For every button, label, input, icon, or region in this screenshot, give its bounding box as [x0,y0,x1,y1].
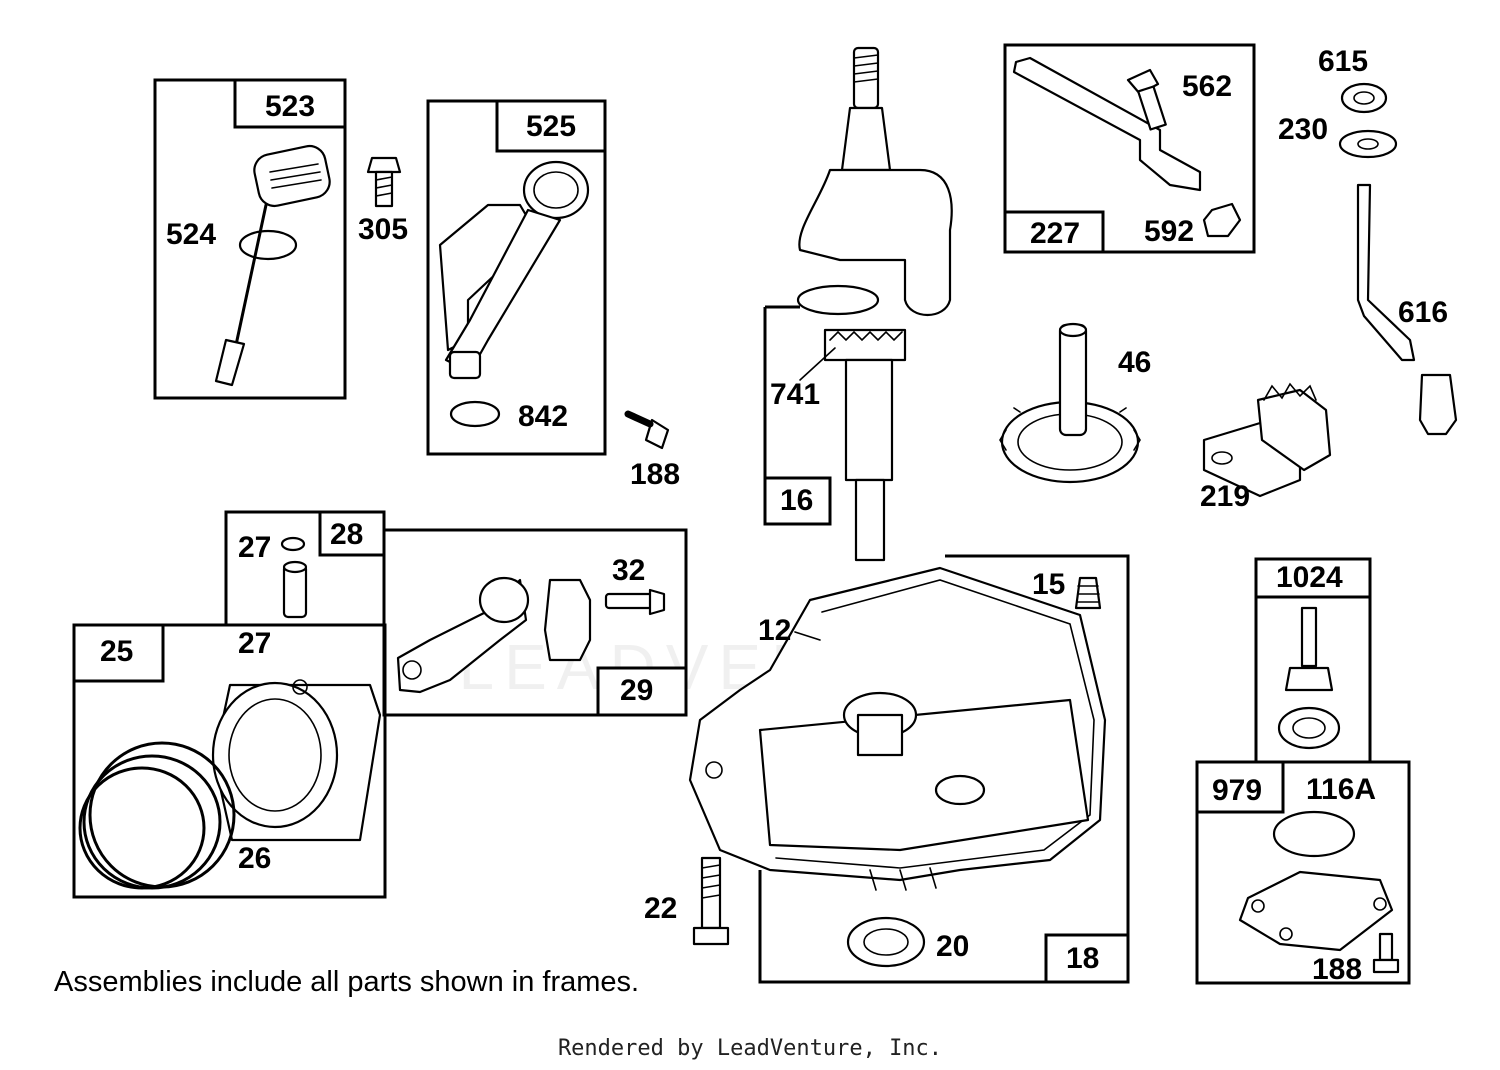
leader-741 [799,347,836,381]
frame-523 [153,78,347,400]
label-15: 15 [1032,568,1065,601]
dipstick-cap[interactable] [214,143,333,387]
camshaft-46[interactable] [999,322,1141,484]
frame-25 [72,623,387,899]
oil-seal-20[interactable] [846,916,926,968]
connecting-rod[interactable] [396,576,666,694]
crankcase[interactable] [688,566,1107,891]
label-562: 562 [1182,70,1232,103]
label-979: 979 [1212,774,1262,807]
frame-29 [382,528,688,717]
washer-230[interactable] [1338,129,1398,159]
label-741: 741 [770,378,820,411]
governor-shaft-616[interactable] [1356,183,1458,436]
label-29: 29 [620,674,653,707]
frame-16 [763,305,832,526]
label-26: 26 [238,842,271,875]
bolt-188-cover[interactable] [1372,932,1400,974]
label-188-cover: 188 [1312,953,1362,986]
frame-1024 [1254,557,1372,762]
label-525: 525 [526,110,576,143]
label-227: 227 [1030,217,1080,250]
label-524: 524 [166,218,216,251]
label-27-top: 27 [238,531,271,564]
label-592: 592 [1144,215,1194,248]
bolt-188[interactable] [624,410,670,450]
footer-credit: Rendered by LeadVenture, Inc. [557,1036,943,1061]
oil-pump-rotor[interactable] [1277,606,1341,750]
crankshaft[interactable] [796,46,953,562]
label-22: 22 [644,892,677,925]
label-305: 305 [358,213,408,246]
frame-979 [1195,760,1411,985]
assembly-note: Assemblies include all parts shown in fr… [54,966,640,998]
label-1024: 1024 [1276,561,1343,594]
label-25: 25 [100,635,133,668]
frame-227 [1003,43,1256,254]
piston-rings[interactable] [78,741,236,890]
leader-12 [794,631,821,641]
piston[interactable] [211,679,382,842]
label-32: 32 [612,554,645,587]
frame-18 [758,554,1130,984]
bolt-22[interactable] [692,856,730,946]
piston-pin[interactable] [280,536,308,619]
plug-15[interactable] [1074,576,1102,610]
label-46: 46 [1118,346,1151,379]
label-28: 28 [330,518,363,551]
pump-cover[interactable] [1238,810,1394,952]
label-188-middle: 188 [630,458,680,491]
label-27-bottom: 27 [238,627,271,660]
governor-219[interactable] [1202,382,1332,498]
label-616: 616 [1398,296,1448,329]
bolt-305[interactable] [366,156,402,208]
label-219: 219 [1200,480,1250,513]
label-615: 615 [1318,45,1368,78]
label-20: 20 [936,930,969,963]
label-116A: 116A [1306,773,1376,806]
governor-lever[interactable] [1012,56,1242,238]
frame-525 [426,99,607,456]
label-842: 842 [518,400,568,433]
label-18: 18 [1066,942,1099,975]
label-230: 230 [1278,113,1328,146]
label-523: 523 [265,90,315,123]
label-12: 12 [758,614,791,647]
label-16: 16 [780,484,813,517]
seal-615[interactable] [1340,82,1388,114]
oil-fill-tube[interactable] [438,160,590,428]
